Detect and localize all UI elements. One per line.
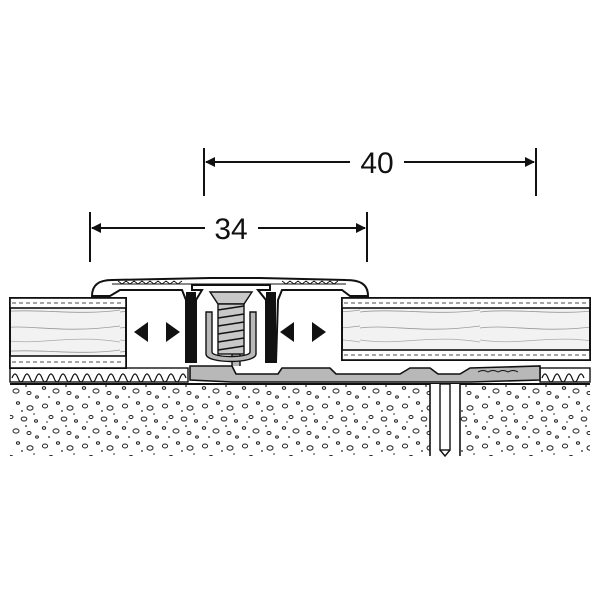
right-movement-arrows — [280, 322, 326, 342]
dimension-34-label: 34 — [214, 213, 247, 246]
left-movement-arrows — [134, 322, 180, 342]
dimension-40: 40 — [203, 147, 537, 196]
top-cover-profile — [90, 277, 370, 363]
screw — [205, 291, 257, 363]
underlay-layer — [9, 367, 591, 383]
dimension-40-label: 40 — [360, 147, 393, 180]
right-floor-board — [341, 297, 591, 361]
concrete-subfloor — [10, 383, 590, 456]
dowel — [439, 383, 451, 451]
expansion-joint — [429, 383, 461, 458]
left-floor-board — [9, 297, 127, 369]
dimension-34: 34 — [89, 212, 368, 262]
